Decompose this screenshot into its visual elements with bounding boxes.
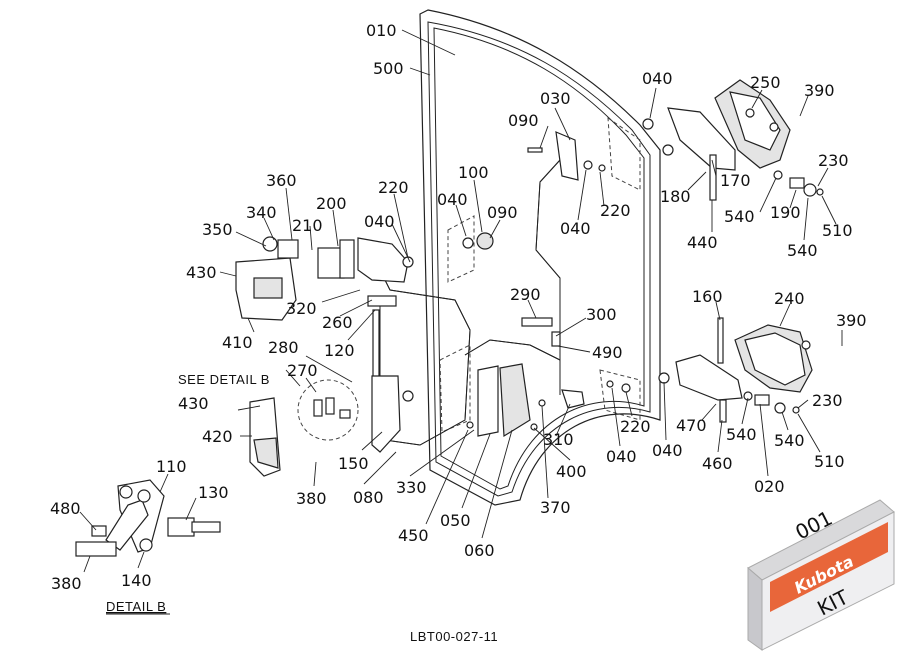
callout-label: 320 xyxy=(286,299,317,318)
callout-labels: 010 500 040 250 390 030 090 180 170 230 … xyxy=(50,21,867,593)
callout-label: 540 xyxy=(726,425,757,444)
kubota-banner xyxy=(770,522,888,612)
detail-b-label: DETAIL B xyxy=(106,599,166,614)
latch-assembly xyxy=(235,236,414,453)
callout-label: 500 xyxy=(373,59,404,78)
callout-label: 420 xyxy=(202,427,233,446)
callout-label: 250 xyxy=(750,73,781,92)
callout-label: 260 xyxy=(322,313,353,332)
detail-b-zoom xyxy=(297,379,359,441)
callout-label: 270 xyxy=(287,361,318,380)
callout-label: 330 xyxy=(396,478,427,497)
callout-label: 380 xyxy=(296,489,327,508)
callout-label: 040 xyxy=(642,69,673,88)
upper-hinge-assembly xyxy=(642,79,824,201)
callout-label: 170 xyxy=(720,171,751,190)
callout-label: 110 xyxy=(156,457,187,476)
callout-label: 180 xyxy=(660,187,691,206)
lower-door-parts xyxy=(466,317,585,438)
callout-label: 460 xyxy=(702,454,733,473)
callout-label: 090 xyxy=(508,111,539,130)
callout-label: 310 xyxy=(543,430,574,449)
callout-label: 090 xyxy=(487,203,518,222)
leader-lines xyxy=(79,29,843,573)
callout-label: 280 xyxy=(268,338,299,357)
callout-label: 140 xyxy=(121,571,152,590)
callout-label: 430 xyxy=(186,263,217,282)
callout-label: 130 xyxy=(198,483,229,502)
callout-label: 300 xyxy=(586,305,617,324)
mid-hardware xyxy=(462,131,606,250)
callout-label: 030 xyxy=(540,89,571,108)
callout-label: 040 xyxy=(560,219,591,238)
callout-label: 230 xyxy=(818,151,849,170)
callout-label: 160 xyxy=(692,287,723,306)
drawing-code: LBT00-027-11 xyxy=(410,629,498,644)
callout-label: 040 xyxy=(437,190,468,209)
callout-label: 020 xyxy=(754,477,785,496)
callout-label: 480 xyxy=(50,499,81,518)
detail-b-drawing xyxy=(75,479,221,557)
callout-label: 400 xyxy=(556,462,587,481)
callout-label: 340 xyxy=(246,203,277,222)
callout-label: 380 xyxy=(51,574,82,593)
callout-label: 430 xyxy=(178,394,209,413)
callout-label: 200 xyxy=(316,194,347,213)
callout-label: 220 xyxy=(378,178,409,197)
callout-label: 290 xyxy=(510,285,541,304)
callout-label: 390 xyxy=(836,311,867,330)
callout-label: 410 xyxy=(222,333,253,352)
callout-label: 440 xyxy=(687,233,718,252)
callout-label: 510 xyxy=(814,452,845,471)
lower-hinge-assembly xyxy=(606,317,813,423)
callout-label: 040 xyxy=(652,441,683,460)
callout-label: 390 xyxy=(804,81,835,100)
callout-label: 050 xyxy=(440,511,471,530)
kit-box: 001 Kubota KIT xyxy=(747,499,895,651)
callout-label: 240 xyxy=(774,289,805,308)
callout-label: 540 xyxy=(774,431,805,450)
callout-label: 450 xyxy=(398,526,429,545)
callout-label: 210 xyxy=(292,216,323,235)
callout-label: 220 xyxy=(620,417,651,436)
callout-label: 370 xyxy=(540,498,571,517)
callout-label: 490 xyxy=(592,343,623,362)
callout-label: 060 xyxy=(464,541,495,560)
callout-label: 360 xyxy=(266,171,297,190)
callout-label: 540 xyxy=(724,207,755,226)
callout-label: 230 xyxy=(812,391,843,410)
callout-label: 510 xyxy=(822,221,853,240)
callout-label: 100 xyxy=(458,163,489,182)
callout-label: 190 xyxy=(770,203,801,222)
callout-label: 540 xyxy=(787,241,818,260)
see-detail-b-caption: SEE DETAIL B xyxy=(178,372,270,387)
callout-label: 220 xyxy=(600,201,631,220)
callout-label: 470 xyxy=(676,416,707,435)
callout-label: 040 xyxy=(364,212,395,231)
callout-label: 010 xyxy=(366,21,397,40)
callout-label: 080 xyxy=(353,488,384,507)
latch-cover-420 xyxy=(249,397,281,477)
callout-label: 150 xyxy=(338,454,369,473)
callout-label: 120 xyxy=(324,341,355,360)
callout-label: 350 xyxy=(202,220,233,239)
callout-label: 040 xyxy=(606,447,637,466)
